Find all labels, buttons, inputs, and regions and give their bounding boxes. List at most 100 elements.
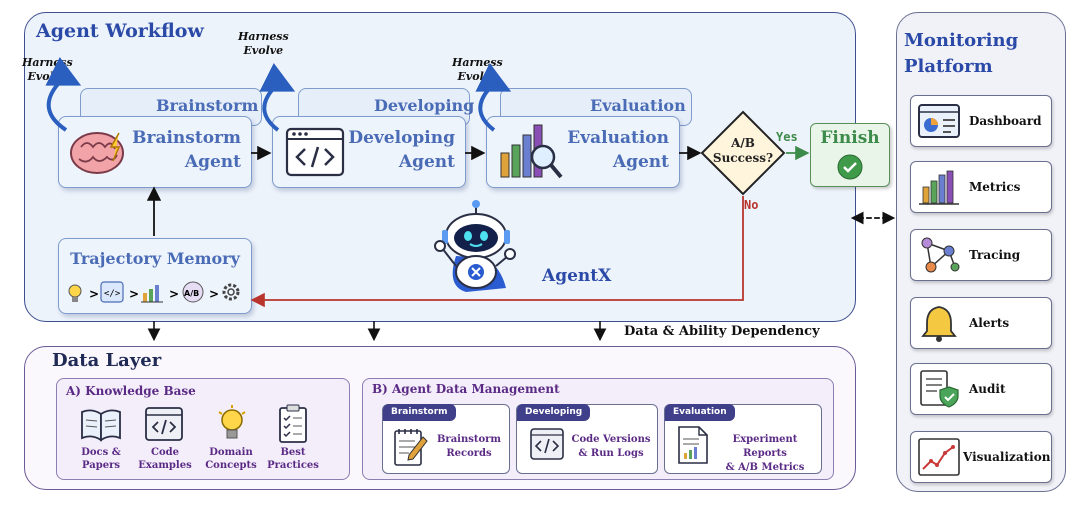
kb-docs-line2: Papers [82,460,120,471]
monitor-label-metrics: Metrics [969,180,1021,194]
monitor-item-dashboard[interactable]: Dashboard [910,95,1052,147]
report-icon [678,426,708,464]
brainstorm-records-line2: Records [446,448,492,459]
brainstorm-records-card[interactable]: Brainstorm Brainstorm Records [382,404,510,474]
trajectory-memory-title: Trajectory Memory [70,249,240,268]
check-circle-icon [837,154,863,180]
kb-label-docs: Docs & Papers [66,446,136,472]
monitoring-title-line2: Platform [904,56,993,77]
dashboard-icon [918,104,960,138]
svg-text:</>: </> [104,289,121,299]
tab-evaluation: Evaluation [665,404,735,421]
kb-code-line2: Examples [138,460,192,471]
line-chart-icon [918,438,960,476]
monitor-item-audit[interactable]: Audit [910,363,1052,415]
developing-agent-card[interactable]: Developing Agent [272,116,466,188]
notepad-icon [394,429,428,466]
kb-best-line2: Practices [267,460,319,471]
kb-best-line1: Best [280,447,306,458]
kb-label-domain: Domain Concepts [196,446,266,472]
kb-domain-line1: Domain [209,447,253,458]
agent-workflow-title: Agent Workflow [36,20,204,42]
data-layer-title: Data Layer [52,350,162,371]
brainstorm-back-label: Brainstorm [156,96,259,115]
decision-label-line1: A/B [731,136,755,150]
kb-domain-line2: Concepts [205,460,257,471]
ab-decision-diamond [700,110,786,196]
bell-icon [921,306,957,342]
svg-text:>: > [129,287,139,301]
shield-check-icon [920,370,959,408]
brain-icon [70,132,124,174]
agentx-label: AgentX [542,266,612,286]
brainstorm-agent-label-line2: Agent [184,152,241,172]
yes-label: Yes [776,130,798,144]
bar-chart-magnifier-icon [500,124,563,179]
experiment-reports-line2: & A/B Metrics [725,462,805,473]
harness-loop-arrow-2 [259,62,296,132]
svg-text:A/B: A/B [184,289,199,298]
ab-test-icon: A/B [182,281,204,303]
monitor-item-tracing[interactable]: Tracing [910,229,1052,281]
svg-text:>: > [89,287,99,301]
evaluation-agent-card[interactable]: Evaluation Agent [486,116,680,188]
brainstorm-records-text: Brainstorm Records [431,433,507,461]
monitor-label-tracing: Tracing [969,248,1021,262]
experiment-reports-text: Experiment Reports & A/B Metrics [711,433,819,475]
brainstorm-agent-label-line1: Brainstorm [132,128,241,148]
trajectory-steps-icons: > </> > > A/B > [68,281,240,303]
checklist-icon [279,404,307,443]
evaluation-agent-label-line2: Agent [612,152,669,172]
monitor-item-alerts[interactable]: Alerts [910,297,1052,349]
developing-agent-label-line1: Developing [348,128,455,148]
code-window-icon [285,127,345,177]
kb-docs-line1: Docs & [81,447,121,458]
bar-chart-icon [141,285,163,303]
monitor-label-dashboard: Dashboard [969,114,1042,128]
finish-box[interactable]: Finish [810,123,890,187]
code-versions-text: Code Versions & Run Logs [567,433,655,461]
monitoring-title-line1: Monitoring [904,30,1019,51]
harness-line1: Harness [238,30,289,43]
svg-text:>: > [169,287,179,301]
tab-developing: Developing [517,404,591,421]
experiment-reports-line1: Experiment Reports [732,434,798,459]
lightbulb-icon [218,405,246,439]
code-versions-card[interactable]: Developing Code Versions & Run Logs [516,404,658,474]
code-window-icon [530,428,564,460]
developing-agent-label-line2: Agent [398,152,455,172]
harness-loop-arrow-3 [475,62,512,132]
monitor-label-alerts: Alerts [969,316,1010,330]
knowledge-base-title: A) Knowledge Base [66,384,196,398]
evaluation-back-label: Evaluation [590,96,686,115]
harness-loop-arrow-1 [45,56,82,132]
harness-evolve-label-2: Harness Evolve [238,30,289,58]
no-label: No [744,198,759,212]
code-icon: </> [100,281,124,303]
evaluation-agent-label-line1: Evaluation [567,128,669,148]
kb-label-best: Best Practices [258,446,328,472]
svg-text:>: > [209,287,219,301]
monitor-label-visualization: Visualization [963,450,1051,464]
brainstorm-agent-card[interactable]: Brainstorm Agent [58,116,252,188]
finish-label: Finish [820,128,880,148]
bar-chart-icon [919,170,959,205]
agentx-robot-icon [434,200,516,292]
monitor-item-metrics[interactable]: Metrics [910,161,1052,213]
harness-line2: Evolve [243,44,284,57]
kb-code-line1: Code [151,447,179,458]
agent-data-management-title: B) Agent Data Management [372,382,560,396]
code-icon [145,407,183,441]
trajectory-memory-card[interactable]: Trajectory Memory > </> > > A/B > [58,238,252,314]
monitor-item-visualization[interactable]: Visualization [910,431,1052,483]
developing-back-label: Developing [374,96,475,115]
decision-label-line2: Success? [712,151,774,165]
data-ability-dependency-label: Data & Ability Dependency [624,324,820,339]
graph-nodes-icon [921,237,960,273]
book-icon [81,409,121,442]
tab-brainstorm: Brainstorm [383,404,456,421]
brainstorm-records-line1: Brainstorm [436,434,502,445]
code-versions-line2: & Run Logs [578,448,644,459]
experiment-reports-card[interactable]: Evaluation Experiment Reports & A/B Metr… [664,404,822,474]
